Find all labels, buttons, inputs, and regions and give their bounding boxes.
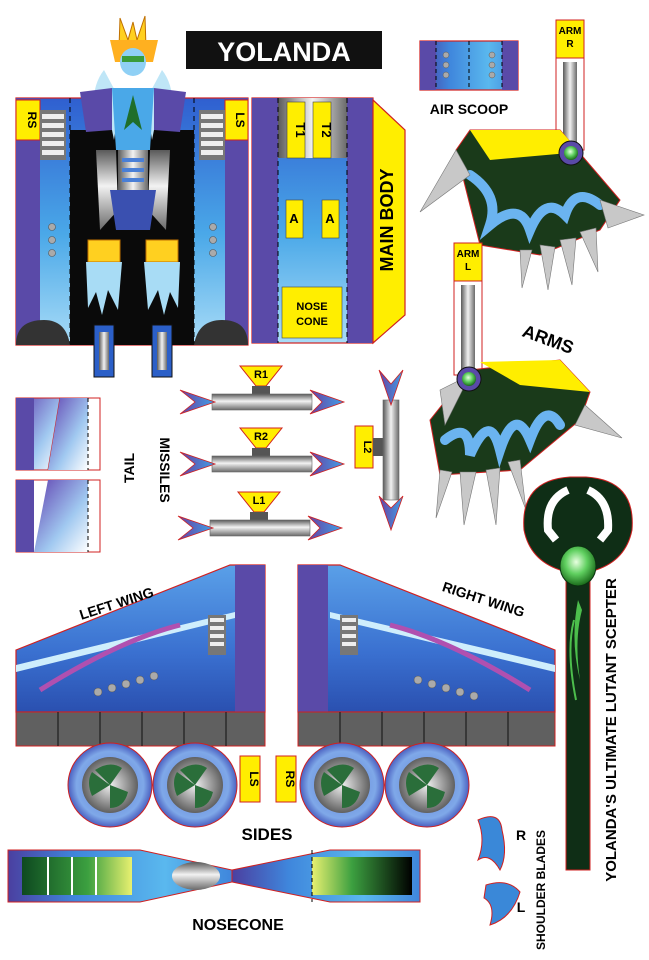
sides-label: SIDES [241,825,292,844]
tail-label: TAIL [121,453,137,484]
main-body-piece: T1 T2 A A NOSE CONE MAIN BODY [251,97,406,345]
tab-r1: R1 [254,369,268,381]
nosecone-piece: NOSECONE [7,849,421,934]
left-wing-piece: LEFT WING [15,564,266,747]
main-body-label: MAIN BODY [377,169,397,272]
blade-l-label: L [517,899,526,915]
air-scoop-piece: AIR SCOOP [419,40,519,117]
turbine-2 [152,742,238,828]
tab-arm-r-line2: R [566,39,574,50]
turbine-4 [384,742,470,828]
robot-body-piece: RS LS [15,15,249,378]
tab-side-rs: RS [283,771,297,788]
tab-r2: R2 [254,431,268,443]
yolanda-figure [80,15,186,315]
arm-left-piece: ARM L [429,242,623,526]
tab-l2: L2 [361,441,373,454]
missile-r2: R2 [179,427,346,477]
tab-nose-cone-line1: NOSE [296,301,327,313]
tab-a-left: A [289,211,299,226]
missile-r1: R1 [179,365,346,415]
vent-left [40,110,66,160]
scepter-label: YOLANDA'S ULTIMATE LUTANT SCEPTER [603,578,620,882]
air-scoop-label: AIR SCOOP [430,101,509,117]
turbine-3 [299,742,385,828]
sides-piece: LS RS SIDES [67,742,470,844]
tab-a-right: A [325,211,335,226]
shoulder-blades-label: SHOULDER BLADES [534,830,548,950]
scepter-piece: YOLANDA'S ULTIMATE LUTANT SCEPTER [523,476,633,882]
tab-arm-l-line2: L [465,262,471,273]
title-block: YOLANDA [186,31,382,69]
tab-l1: L1 [253,495,266,507]
missile-l2: L2 [354,369,404,532]
missiles-label: MISSILES [157,437,173,502]
arms-label: ARMS [520,321,577,358]
tab-nose-cone-line2: CONE [296,316,328,328]
title-text: YOLANDA [217,37,351,67]
tab-side-ls: LS [247,771,261,786]
rivets [48,223,217,257]
tab-ls: LS [233,112,247,127]
right-wing-piece: RIGHT WING [297,564,556,747]
turbine-1 [67,742,153,828]
tab-rs: RS [25,112,39,129]
tail-piece: TAIL [15,397,137,553]
blade-r-label: R [516,827,526,843]
shoulder-blades-piece: R L SHOULDER BLADES [476,816,548,950]
nosecone-label: NOSECONE [192,917,284,934]
tab-t2: T2 [319,122,334,137]
tab-t1: T1 [293,122,308,137]
arm-right-piece: ARM R [419,19,645,291]
tab-arm-r-line1: ARM [559,26,582,37]
missile-l1: L1 [177,491,344,541]
vent-right [199,110,225,160]
tab-arm-l-line1: ARM [457,249,480,260]
